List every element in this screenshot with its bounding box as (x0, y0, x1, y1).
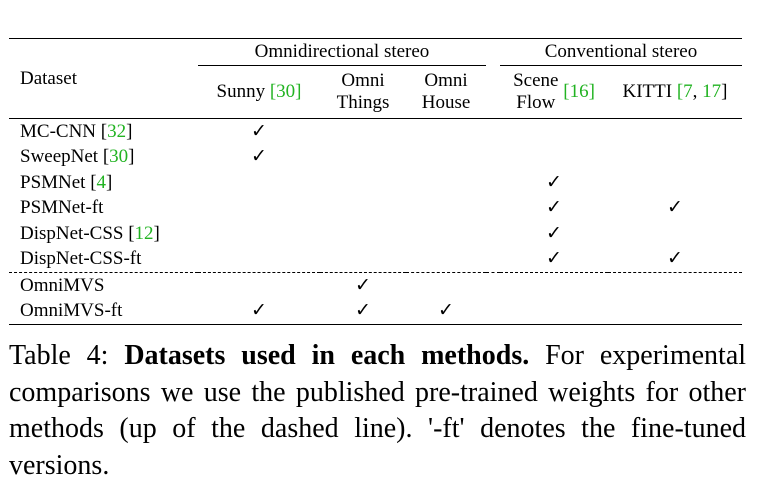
row-method-name: PSMNet [4] (20, 171, 113, 193)
table-row: PSMNet-ft ✓ ✓ (9, 196, 742, 222)
row-method-name: DispNet-CSS-ft (20, 248, 142, 270)
table-row: DispNet-CSS-ft ✓ ✓ (9, 247, 742, 273)
col-sunny-label: Sunny (216, 81, 266, 103)
datasets-table: Dataset Omnidirectional stereo Conventio… (9, 38, 742, 325)
checkmark: ✓ (546, 248, 562, 270)
spacer-sub (486, 66, 500, 119)
table-row: OmniMVS-ft ✓ ✓ ✓ (9, 299, 742, 325)
checkmark: ✓ (546, 222, 562, 244)
checkmark: ✓ (251, 146, 267, 168)
checkmark: ✓ (667, 248, 683, 270)
group-spacer (486, 39, 500, 66)
table-row: OmniMVS ✓ (9, 272, 742, 299)
col-scene-flow-line2: Flow (516, 92, 556, 113)
col-kitti: KITTI [7, 17] (608, 66, 742, 119)
col-sunny-cite[interactable]: [30] (269, 81, 302, 103)
col-scene-flow-cite[interactable]: [16] (563, 81, 595, 103)
col-scene-flow-label: Scene Flow (513, 70, 558, 114)
header-row-groups: Dataset Omnidirectional stereo Conventio… (9, 38, 742, 89)
col-omni-things-line2: Things (336, 92, 390, 113)
row-method-name: PSMNet-ft (20, 197, 104, 219)
omnidirectional-group-header: Omnidirectional stereo (198, 38, 486, 66)
row-method-name: SweepNet [30] (20, 146, 135, 168)
conventional-group-header: Conventional stereo (500, 38, 742, 66)
checkmark: ✓ (251, 120, 267, 142)
checkmark: ✓ (546, 197, 562, 219)
caption-title: Datasets used in each methods. (124, 340, 530, 371)
checkmark: ✓ (251, 300, 267, 322)
table-row: DispNet-CSS [12] ✓ (9, 221, 742, 247)
row-method-name: OmniMVS (9, 272, 198, 299)
row-method-name: MC-CNN [32] (20, 120, 133, 142)
col-omni-house-line2: House (421, 92, 471, 113)
row-method-name: DispNet-CSS [12] (20, 222, 160, 244)
datasets-table-container: Dataset Omnidirectional stereo Conventio… (9, 38, 742, 325)
col-omni-things-line1: Omni (341, 70, 385, 92)
col-omni-things: Omni Things (320, 66, 406, 119)
col-omni-house-line1: Omni (424, 70, 468, 92)
col-scene-flow-line1: Scene (513, 70, 559, 92)
checkmark: ✓ (546, 171, 562, 193)
col-omni-house: Omni House (406, 66, 486, 119)
col-scene-flow: Scene Flow [16] (500, 66, 608, 119)
header-row-columns: Sunny [30] Omni Things Omni House Scene … (9, 66, 742, 119)
checkmark: ✓ (438, 300, 454, 322)
table-row: PSMNet [4] ✓ (9, 170, 742, 196)
checkmark: ✓ (320, 272, 406, 299)
table-row: MC-CNN [32] ✓ (9, 119, 742, 145)
dataset-column-header: Dataset (20, 67, 77, 89)
table-row: SweepNet [30] ✓ (9, 145, 742, 171)
col-kitti-cite[interactable]: [7, 17] (676, 81, 728, 103)
caption-body: For experimental comparisons we use the … (9, 340, 747, 481)
col-kitti-label: KITTI (622, 81, 673, 103)
checkmark: ✓ (667, 197, 683, 219)
table-caption: Table 4: Datasets used in each methods. … (9, 338, 746, 484)
col-sunny: Sunny [30] (198, 66, 320, 119)
row-method-name: OmniMVS-ft (20, 300, 123, 322)
caption-label: Table 4: (9, 340, 109, 371)
checkmark: ✓ (355, 300, 371, 322)
